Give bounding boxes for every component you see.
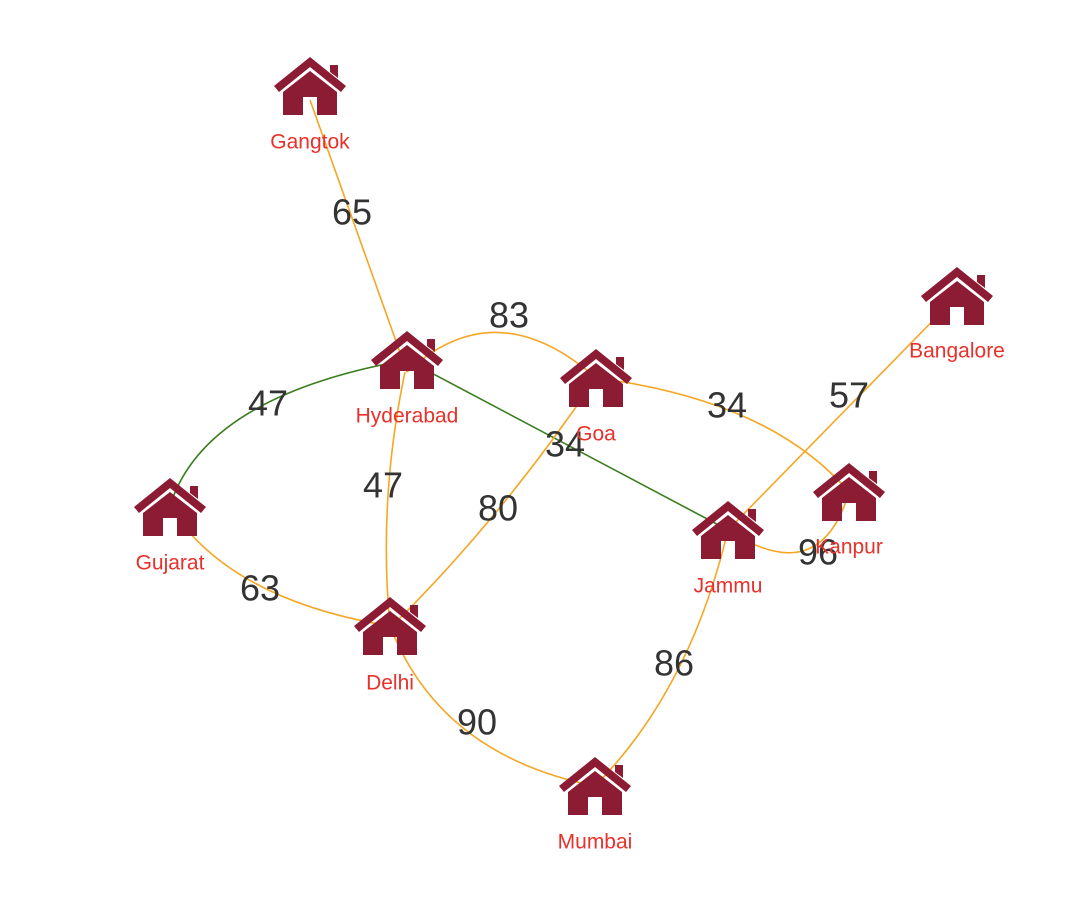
edge-bangalore-jammu: [727, 295, 958, 531]
edge-weight-jammu-mumbai: 86: [654, 643, 694, 684]
edge-hyderabad-jammu: [406, 359, 729, 531]
house-icon: [921, 267, 993, 325]
edge-weights-layer: 65 83 47 47 34 34 80 57 63 96 86 90: [240, 192, 869, 743]
house-icon: [559, 757, 631, 815]
edge-weight-hyderabad-gujarat: 47: [248, 383, 288, 424]
house-icon: [274, 57, 346, 115]
edges-layer: [169, 99, 958, 787]
house-icon: [560, 349, 632, 407]
house-icon: [813, 463, 885, 521]
edge-goa-kanpur: [595, 377, 850, 493]
edge-goa-delhi: [391, 377, 597, 627]
node-jammu[interactable]: Jammu: [692, 501, 764, 598]
edge-hyderabad-gujarat: [171, 359, 408, 501]
city-label-mumbai: Mumbai: [558, 831, 633, 854]
node-gangtok[interactable]: Gangtok: [270, 57, 350, 154]
city-label-hyderabad: Hyderabad: [356, 405, 459, 428]
edge-weight-goa-kanpur: 34: [707, 385, 747, 426]
house-icon: [371, 331, 443, 389]
edge-weight-gujarat-delhi: 63: [240, 568, 280, 609]
edge-weight-hyderabad-delhi: 47: [363, 465, 403, 506]
node-mumbai[interactable]: Mumbai: [558, 757, 633, 854]
house-icon: [134, 478, 206, 536]
edge-weight-gangtok-hyderabad: 65: [332, 192, 372, 233]
city-label-gangtok: Gangtok: [270, 131, 350, 154]
city-label-jammu: Jammu: [694, 575, 763, 598]
city-label-delhi: Delhi: [366, 672, 414, 695]
edge-jammu-mumbai: [594, 529, 729, 787]
edge-weight-bangalore-jammu: 57: [829, 375, 869, 416]
edge-weight-hyderabad-jammu: 34: [545, 424, 585, 465]
node-gujarat[interactable]: Gujarat: [134, 478, 206, 575]
edge-weight-hyderabad-goa: 83: [489, 295, 529, 336]
city-label-bangalore: Bangalore: [909, 340, 1005, 363]
city-label-kanpur: Kanpur: [815, 536, 883, 559]
edge-hyderabad-delhi: [385, 371, 406, 627]
edge-gangtok-hyderabad: [309, 99, 408, 373]
node-bangalore[interactable]: Bangalore: [909, 267, 1005, 363]
house-icon: [692, 501, 764, 559]
city-label-goa: Goa: [576, 423, 616, 446]
node-delhi[interactable]: Delhi: [354, 597, 426, 695]
edge-delhi-mumbai: [389, 625, 596, 787]
city-label-gujarat: Gujarat: [136, 552, 205, 575]
node-goa[interactable]: Goa: [560, 349, 632, 446]
edge-weight-jammu-kanpur: 96: [798, 532, 838, 573]
node-hyderabad[interactable]: Hyderabad: [356, 331, 459, 428]
house-icon: [354, 597, 426, 655]
node-kanpur[interactable]: Kanpur: [813, 463, 885, 559]
edge-weight-goa-delhi: 80: [478, 488, 518, 529]
edge-weight-delhi-mumbai: 90: [457, 702, 497, 743]
